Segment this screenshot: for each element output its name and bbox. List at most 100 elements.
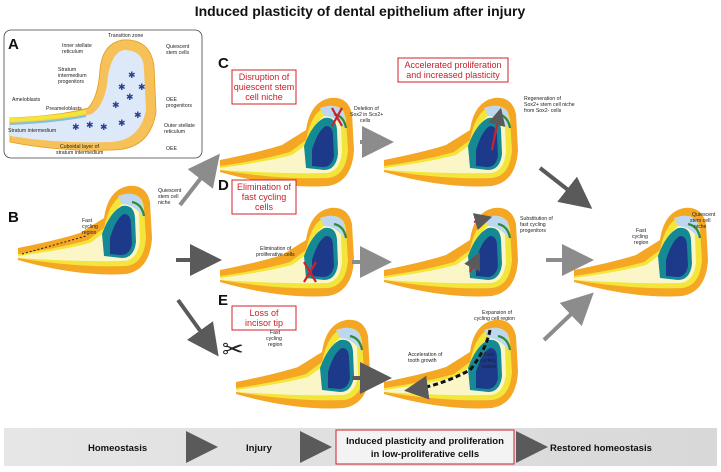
e-box [231, 305, 297, 331]
incisor-c2 [382, 96, 520, 188]
cervical-loop-inner [10, 50, 146, 143]
e-box-1: Loss of [249, 308, 279, 318]
c-result-1: Accelerated proliferation [404, 60, 501, 70]
b-niche-2: stem cell [158, 194, 178, 200]
svg-text:✱: ✱ [118, 118, 126, 128]
c-regen-1: Regeneration of [524, 96, 561, 102]
c-result-2: and increased plasticity [406, 70, 500, 80]
c-deletion-1: Deletion of [354, 106, 379, 112]
d-subst-1: Substitution of [520, 216, 553, 222]
d-elimination-cross [303, 261, 317, 283]
d-red-arrow-1 [472, 213, 493, 231]
d-box-3: cells [255, 202, 274, 212]
panel-d-letter: D [218, 177, 229, 194]
label-oee-prog-2: progenitors [166, 103, 192, 109]
bar-plasticity-2: in low-proliferative cells [371, 449, 479, 460]
e-accel-2: tooth growth [408, 358, 437, 364]
label-quiescent-1: Quiescent [166, 44, 190, 50]
incisor-e2 [382, 318, 520, 410]
panel-c: C Disruption of quiescent stem cell nich… [218, 55, 575, 188]
r-niche-3: niche [694, 224, 707, 230]
svg-text:✱: ✱ [72, 122, 80, 132]
c-regen-2: Sox2+ stem cell niche [524, 102, 575, 108]
label-si-prog-1: Stratum [58, 67, 76, 73]
c-regeneration-arrow [488, 107, 506, 151]
scissors-icon: ✂ [222, 334, 244, 364]
c-deletion-3: cells [360, 118, 371, 124]
bar-injury: Injury [246, 443, 273, 454]
c-result-box [397, 57, 509, 83]
label-inner-stellate-2: reticulum [62, 49, 83, 55]
incisor-restored [572, 206, 710, 298]
arrow-e-to-restored [542, 292, 594, 342]
stellate-cells: ✱✱ ✱✱ ✱✱ ✱✱ ✱✱ [72, 70, 146, 132]
label-oee: OEE [166, 146, 177, 152]
label-si-prog-3: progenitors [58, 79, 84, 85]
c-regen-3: from Sox2- cells [524, 108, 562, 114]
label-inner-stellate-1: Inner stellate [62, 43, 92, 49]
svg-text:✱: ✱ [128, 70, 136, 80]
figure-title: Induced plasticity of dental epithelium … [195, 3, 526, 19]
b-fast-3: region [82, 230, 97, 236]
c-box-2: quiescent stem [234, 82, 295, 92]
b-fast-2: cycling [82, 224, 98, 230]
bar-restored: Restored homeostasis [550, 443, 652, 454]
bar-plasticity-1: Induced plasticity and proliferation [346, 436, 504, 447]
label-si-prog-2: intermedium [58, 73, 87, 79]
e-fast2-1: Fast [484, 352, 495, 358]
e-fast-2: cycling [266, 336, 282, 342]
svg-text:✱: ✱ [100, 122, 108, 132]
label-ameloblasts: Ameloblasts [12, 97, 41, 103]
arrow-b-to-c [178, 153, 220, 207]
panel-b: B Fast cycling region Quiescent stem cel… [8, 184, 182, 276]
arrow-b-to-e [176, 298, 219, 357]
e-fast-3: region [268, 342, 283, 348]
e-expansion-1: Expansion of [482, 310, 513, 316]
c-deletion-cross [331, 107, 343, 127]
label-cuboidal-1: Cuboidal layer of [60, 144, 99, 150]
e-fast-1: Fast [270, 330, 281, 336]
svg-text:✱: ✱ [138, 82, 146, 92]
label-preameloblasts: Preameloblasts [46, 106, 82, 112]
incisor-e1 [234, 318, 372, 410]
incisor-d2 [382, 206, 520, 298]
panel-a-letter: A [8, 36, 19, 53]
svg-text:✱: ✱ [118, 82, 126, 92]
d-box-1: Elimination of [237, 182, 292, 192]
arrow-c-to-restored [538, 166, 593, 209]
svg-text:✱: ✱ [126, 92, 134, 102]
d-box-2: fast cycling [242, 192, 287, 202]
r-niche-1: Quiescent [692, 212, 716, 218]
c-box [231, 69, 297, 105]
svg-text:✱: ✱ [112, 100, 120, 110]
c-deletion-2: Sox2 in Scx2+ [350, 112, 383, 118]
e-expansion-2: cycling cell region [474, 316, 515, 322]
r-fast-3: region [634, 240, 649, 246]
label-outer-stellate-2: reticulum [164, 129, 185, 135]
e-fast2-2: cycling [480, 358, 496, 364]
panel-a: A ✱✱ ✱✱ ✱✱ ✱✱ ✱✱ Transition zone Inner s… [3, 29, 203, 159]
d-elim-2: proliferative cells [256, 252, 295, 258]
r-fast-2: cycling [632, 234, 648, 240]
c-box-1: Disruption of [239, 72, 290, 82]
label-stratum-intermedium: Stratum intermedium [8, 128, 56, 134]
ameloblast-layer [9, 110, 87, 125]
e-fast2-3: region [482, 364, 497, 370]
label-cuboidal-2: stratum intermedium [56, 150, 103, 156]
r-niche-2: stem cell [690, 218, 710, 224]
label-quiescent-2: stem cells [166, 50, 189, 56]
label-outer-stellate-1: Outer stellate [164, 123, 195, 129]
panel-e: E Loss of incisor tip ✂ Fast cycling reg… [218, 292, 520, 410]
d-red-arrow-2 [464, 252, 480, 273]
panel-c-letter: C [218, 55, 229, 72]
d-elim-1: Elimination of [260, 246, 292, 252]
b-niche-3: niche [158, 200, 171, 206]
e-growth-arrow [404, 329, 492, 400]
svg-text:✱: ✱ [86, 120, 94, 130]
d-box [231, 179, 297, 215]
bar-homeostasis: Homeostasis [88, 443, 147, 454]
bar-plasticity-box [335, 429, 515, 465]
panel-d: D Elimination of fast cycling cells Elim… [218, 177, 553, 298]
e-box-2: incisor tip [245, 318, 283, 328]
